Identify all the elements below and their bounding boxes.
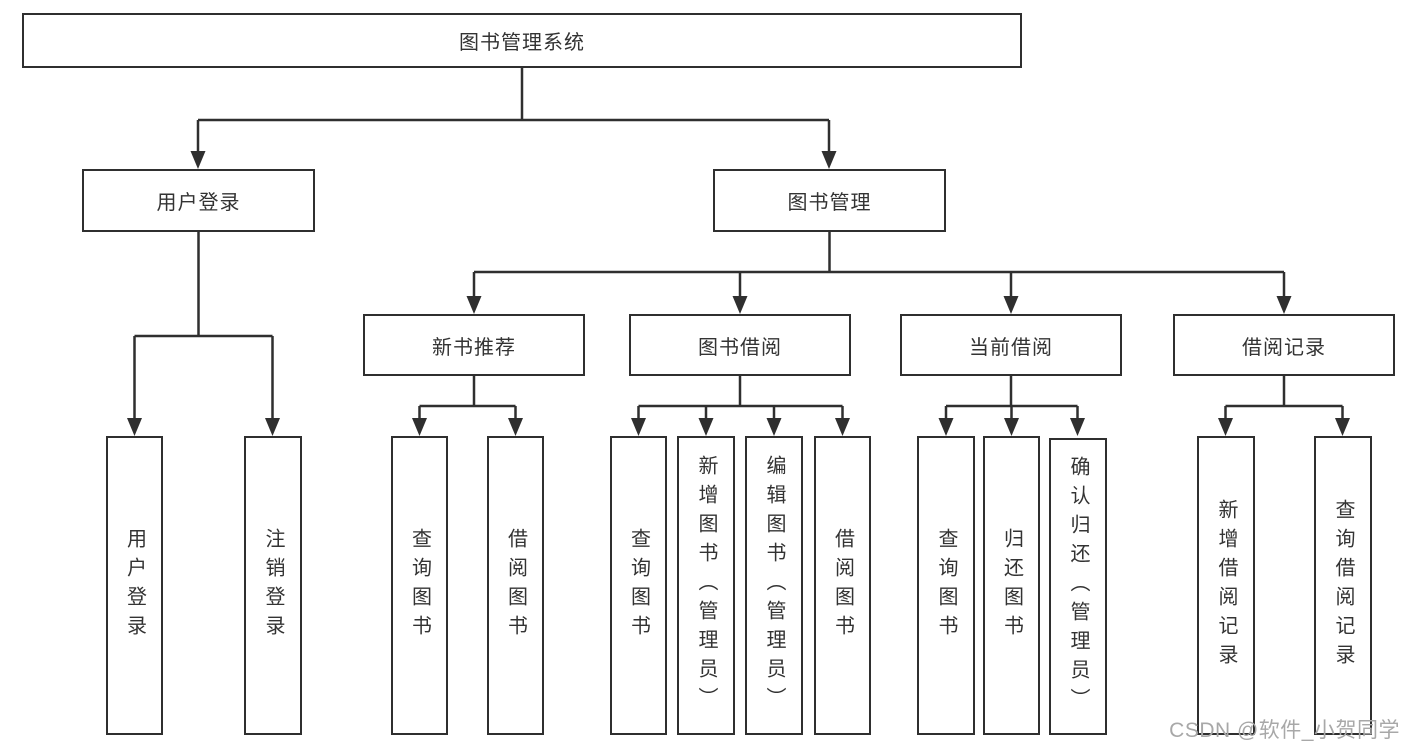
leaf-label: 新增图书（管理员） (695, 455, 717, 716)
leaf-return-book: 归还图书 (983, 436, 1040, 735)
node-book-management: 图书管理 (713, 169, 946, 232)
watermark: CSDN @软件_小贺同学 (1169, 719, 1400, 742)
leaf-edit-book-admin: 编辑图书（管理员） (745, 436, 803, 735)
arrowhead-icons (127, 151, 1350, 436)
node-borrow-record: 借阅记录 (1173, 314, 1395, 376)
leaf-borrow-books-recommend: 借阅图书 (487, 436, 544, 735)
leaf-label: 借阅图书 (831, 527, 854, 644)
leaf-confirm-return-admin: 确认归还（管理员） (1049, 438, 1107, 735)
leaf-label: 注销登录 (262, 527, 284, 644)
leaf-query-books-current: 查询图书 (917, 436, 975, 735)
leaf-label: 确认归还（管理员） (1067, 456, 1089, 717)
leaf-label: 新增借阅记录 (1215, 498, 1237, 673)
leaf-query-borrow-record: 查询借阅记录 (1314, 436, 1372, 735)
leaf-label: 查询图书 (935, 527, 957, 644)
leaf-label: 编辑图书（管理员） (763, 455, 785, 716)
leaf-query-books-borrow: 查询图书 (610, 436, 667, 735)
leaf-query-books-recommend: 查询图书 (391, 436, 448, 735)
leaf-label: 查询图书 (408, 527, 431, 644)
leaf-add-book-admin: 新增图书（管理员） (677, 436, 735, 735)
leaf-label: 查询借阅记录 (1332, 498, 1354, 673)
leaf-label: 归还图书 (1000, 527, 1023, 644)
leaf-label: 借阅图书 (504, 527, 527, 644)
leaf-borrow-books: 借阅图书 (814, 436, 871, 735)
node-new-book-recommend: 新书推荐 (363, 314, 585, 376)
leaf-label: 用户登录 (123, 527, 146, 644)
leaf-logout: 注销登录 (244, 436, 302, 735)
node-user-login: 用户登录 (82, 169, 315, 232)
leaf-add-borrow-record: 新增借阅记录 (1197, 436, 1255, 735)
node-root: 图书管理系统 (22, 13, 1022, 68)
leaf-user-login: 用户登录 (106, 436, 163, 735)
node-book-borrow: 图书借阅 (629, 314, 851, 376)
leaf-label: 查询图书 (627, 527, 650, 644)
node-current-borrow: 当前借阅 (900, 314, 1122, 376)
